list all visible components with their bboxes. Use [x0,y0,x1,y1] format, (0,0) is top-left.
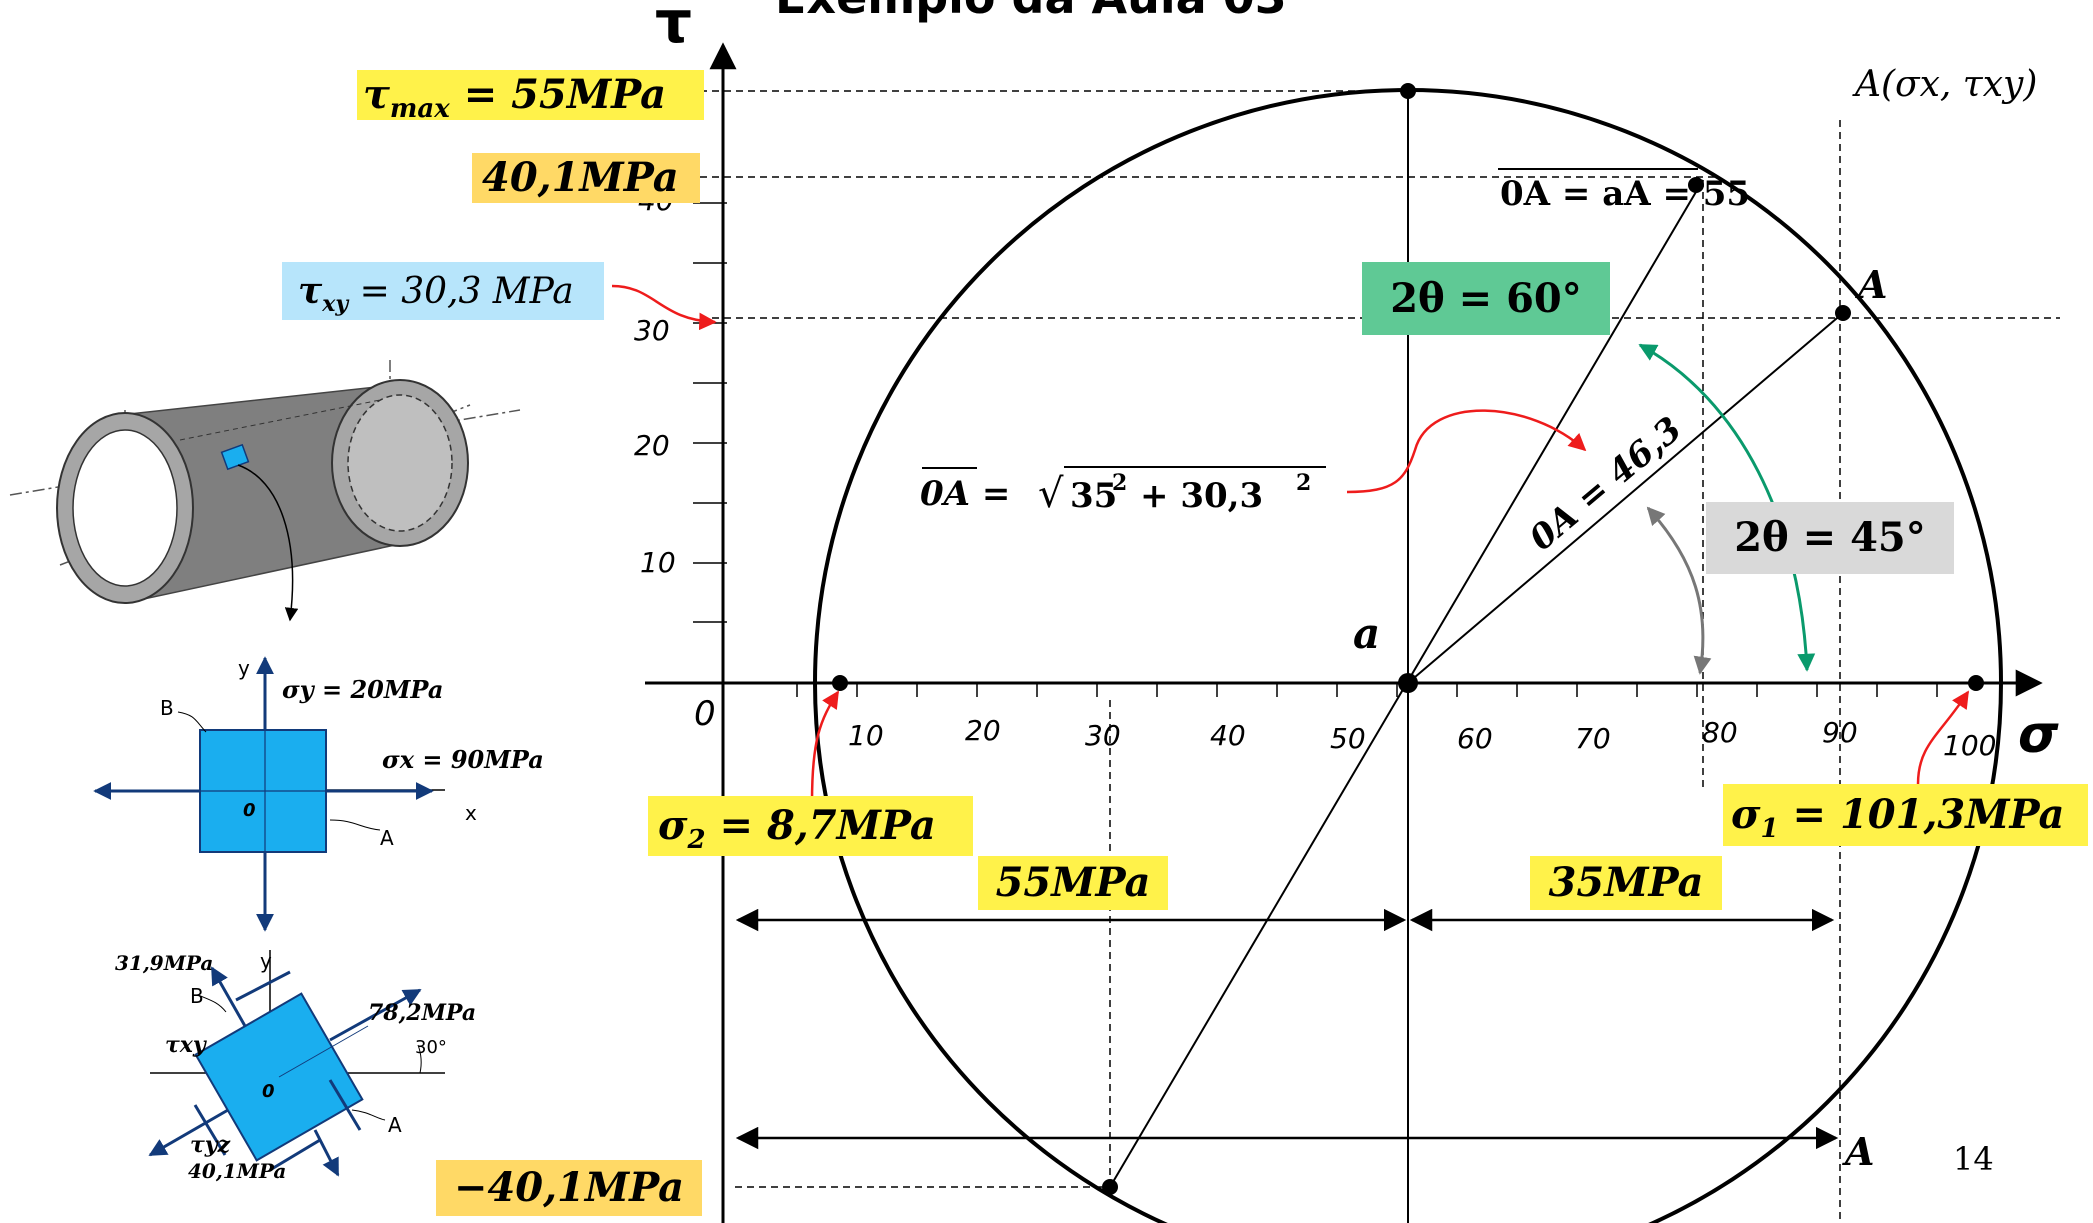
tau-xy-subscript: xy [322,291,349,318]
formula-radicand-b: + 30,3 [1140,476,1263,516]
stress-element-2: 30° B A 0 y 31,9MPa 78,2MPa τxy τyz 40,1… [115,949,476,1183]
el1-sigma-x: σx = 90MPa [382,745,544,774]
tau-max-box: τmax = 55MPa [357,70,704,124]
formula-exp-b: 2 [1296,470,1311,496]
formula-sqrt: √ [1038,471,1064,517]
el1-label-O: 0 [243,800,256,821]
el1-sigma-y: σy = 20MPa [282,675,443,704]
y-tick-20: 20 [634,429,670,462]
angle-60-box: 2θ = 60° [1362,262,1610,335]
x-tick-100: 100 [1943,729,1996,762]
equation-0A-aA-text: 0A = aA = 55 [1500,174,1750,214]
tau-xy-box: τxy = 30,3 MPa [282,262,604,320]
x-tick-30: 30 [1085,719,1121,752]
formula-radicand-a: 35 [1070,476,1117,516]
sigma2-symbol: σ [658,802,688,849]
sigma2-subscript: 2 [687,825,706,855]
tube-illustration [9,360,521,622]
sigma-axis-symbol: σ [2018,705,2059,765]
illustrations-left: B A 0 x y σy = 20MPa σx = 90MPa 30° B A … [9,360,544,1183]
x-tick-90: 90 [1822,716,1858,749]
sigma1-subscript: 1 [1760,814,1779,844]
sigma2-value: = 8,7MPa [719,802,936,849]
radius-line-45 [1407,312,1844,684]
tau-max-value: = 55MPa [463,71,667,118]
tau-max-symbol: τ [363,71,390,118]
el2-label-O: 0 [262,1081,275,1102]
stress-element-1: B A 0 x y σy = 20MPa σx = 90MPa [93,656,544,932]
el1-axis-x: x [465,801,477,825]
neg-40-1-box: −40,1MPa [436,1160,702,1216]
point-A-coords: A(σx, τxy) [1852,64,2037,105]
slide-title: Exemplo da Aula 03 [775,0,1287,24]
tau-axis-symbol: τ [655,0,692,56]
formula-0A-lhs: 0A = [920,474,1010,514]
el2-label-B: B [190,984,204,1008]
el2-angle: 30° [415,1037,447,1058]
formula-exp-a: 2 [1112,470,1127,496]
x-tick-50: 50 [1330,722,1366,755]
angle-arrow-45 [1646,506,1712,675]
angle-arrow-60 [1638,343,1816,672]
el1-label-A: A [380,826,394,850]
el2-label-A: A [388,1113,402,1137]
el2-top-left: 31,9MPa [115,951,213,975]
tau-xy-value: = 30,3 MPa [359,271,574,312]
el2-tau-xy: τxy [165,1032,208,1058]
point-A-label-top: A [1855,262,1887,307]
page-number: 14 [1953,1140,1994,1178]
y-tick-10: 10 [640,546,676,579]
center-a-label: a [1353,609,1380,658]
x-tick-80: 80 [1702,716,1738,749]
y-tick-30: 30 [634,314,670,347]
formula-0A: 0A = √ 35 2 + 30,3 2 [920,466,1326,517]
el2-tau-yz: τyz [190,1132,231,1158]
x-tick-20: 20 [965,714,1001,747]
x-tick-labels: 10 20 30 40 50 60 70 80 90 100 [848,714,1996,762]
el2-axis-y: y [260,949,272,973]
origin-label: 0 [694,694,716,734]
el1-label-B: B [160,696,174,720]
distance-55-box: 55MPa [978,856,1168,910]
el2-top-right: 78,2MPa [368,1000,476,1026]
value-40-1-box: 40,1MPa [472,153,700,203]
angle-45-box: 2θ = 45° [1706,502,1954,574]
x-tick-60: 60 [1457,722,1493,755]
x-ticks [796,683,1938,697]
x-tick-70: 70 [1575,722,1611,755]
sigma2-box: σ2 = 8,7MPa [648,796,973,856]
tau-max-subscript: max [389,94,450,124]
sigma1-value: = 101,3MPa [1792,791,2065,838]
distance-35-box: 35MPa [1530,856,1722,910]
circle-points [832,83,1984,1195]
equation-0A-aA: 0A = aA = 55 [1498,168,1750,214]
tau-xy-symbol: τ [298,270,323,312]
point-A-label-bottom: A [1842,1129,1874,1174]
el1-axis-y: y [238,656,250,680]
sigma1-symbol: σ [1731,791,1761,838]
rotated-0A-label: 0A = 46,3 [1522,409,1689,559]
x-tick-10: 10 [848,719,884,752]
red-arrows [611,284,1970,803]
el2-bottom: 40,1MPa [188,1159,286,1183]
y-tick-labels: 10 20 30 40 [634,184,676,579]
sigma1-box: σ1 = 101,3MPa [1723,784,2088,846]
x-tick-40: 40 [1210,719,1246,752]
